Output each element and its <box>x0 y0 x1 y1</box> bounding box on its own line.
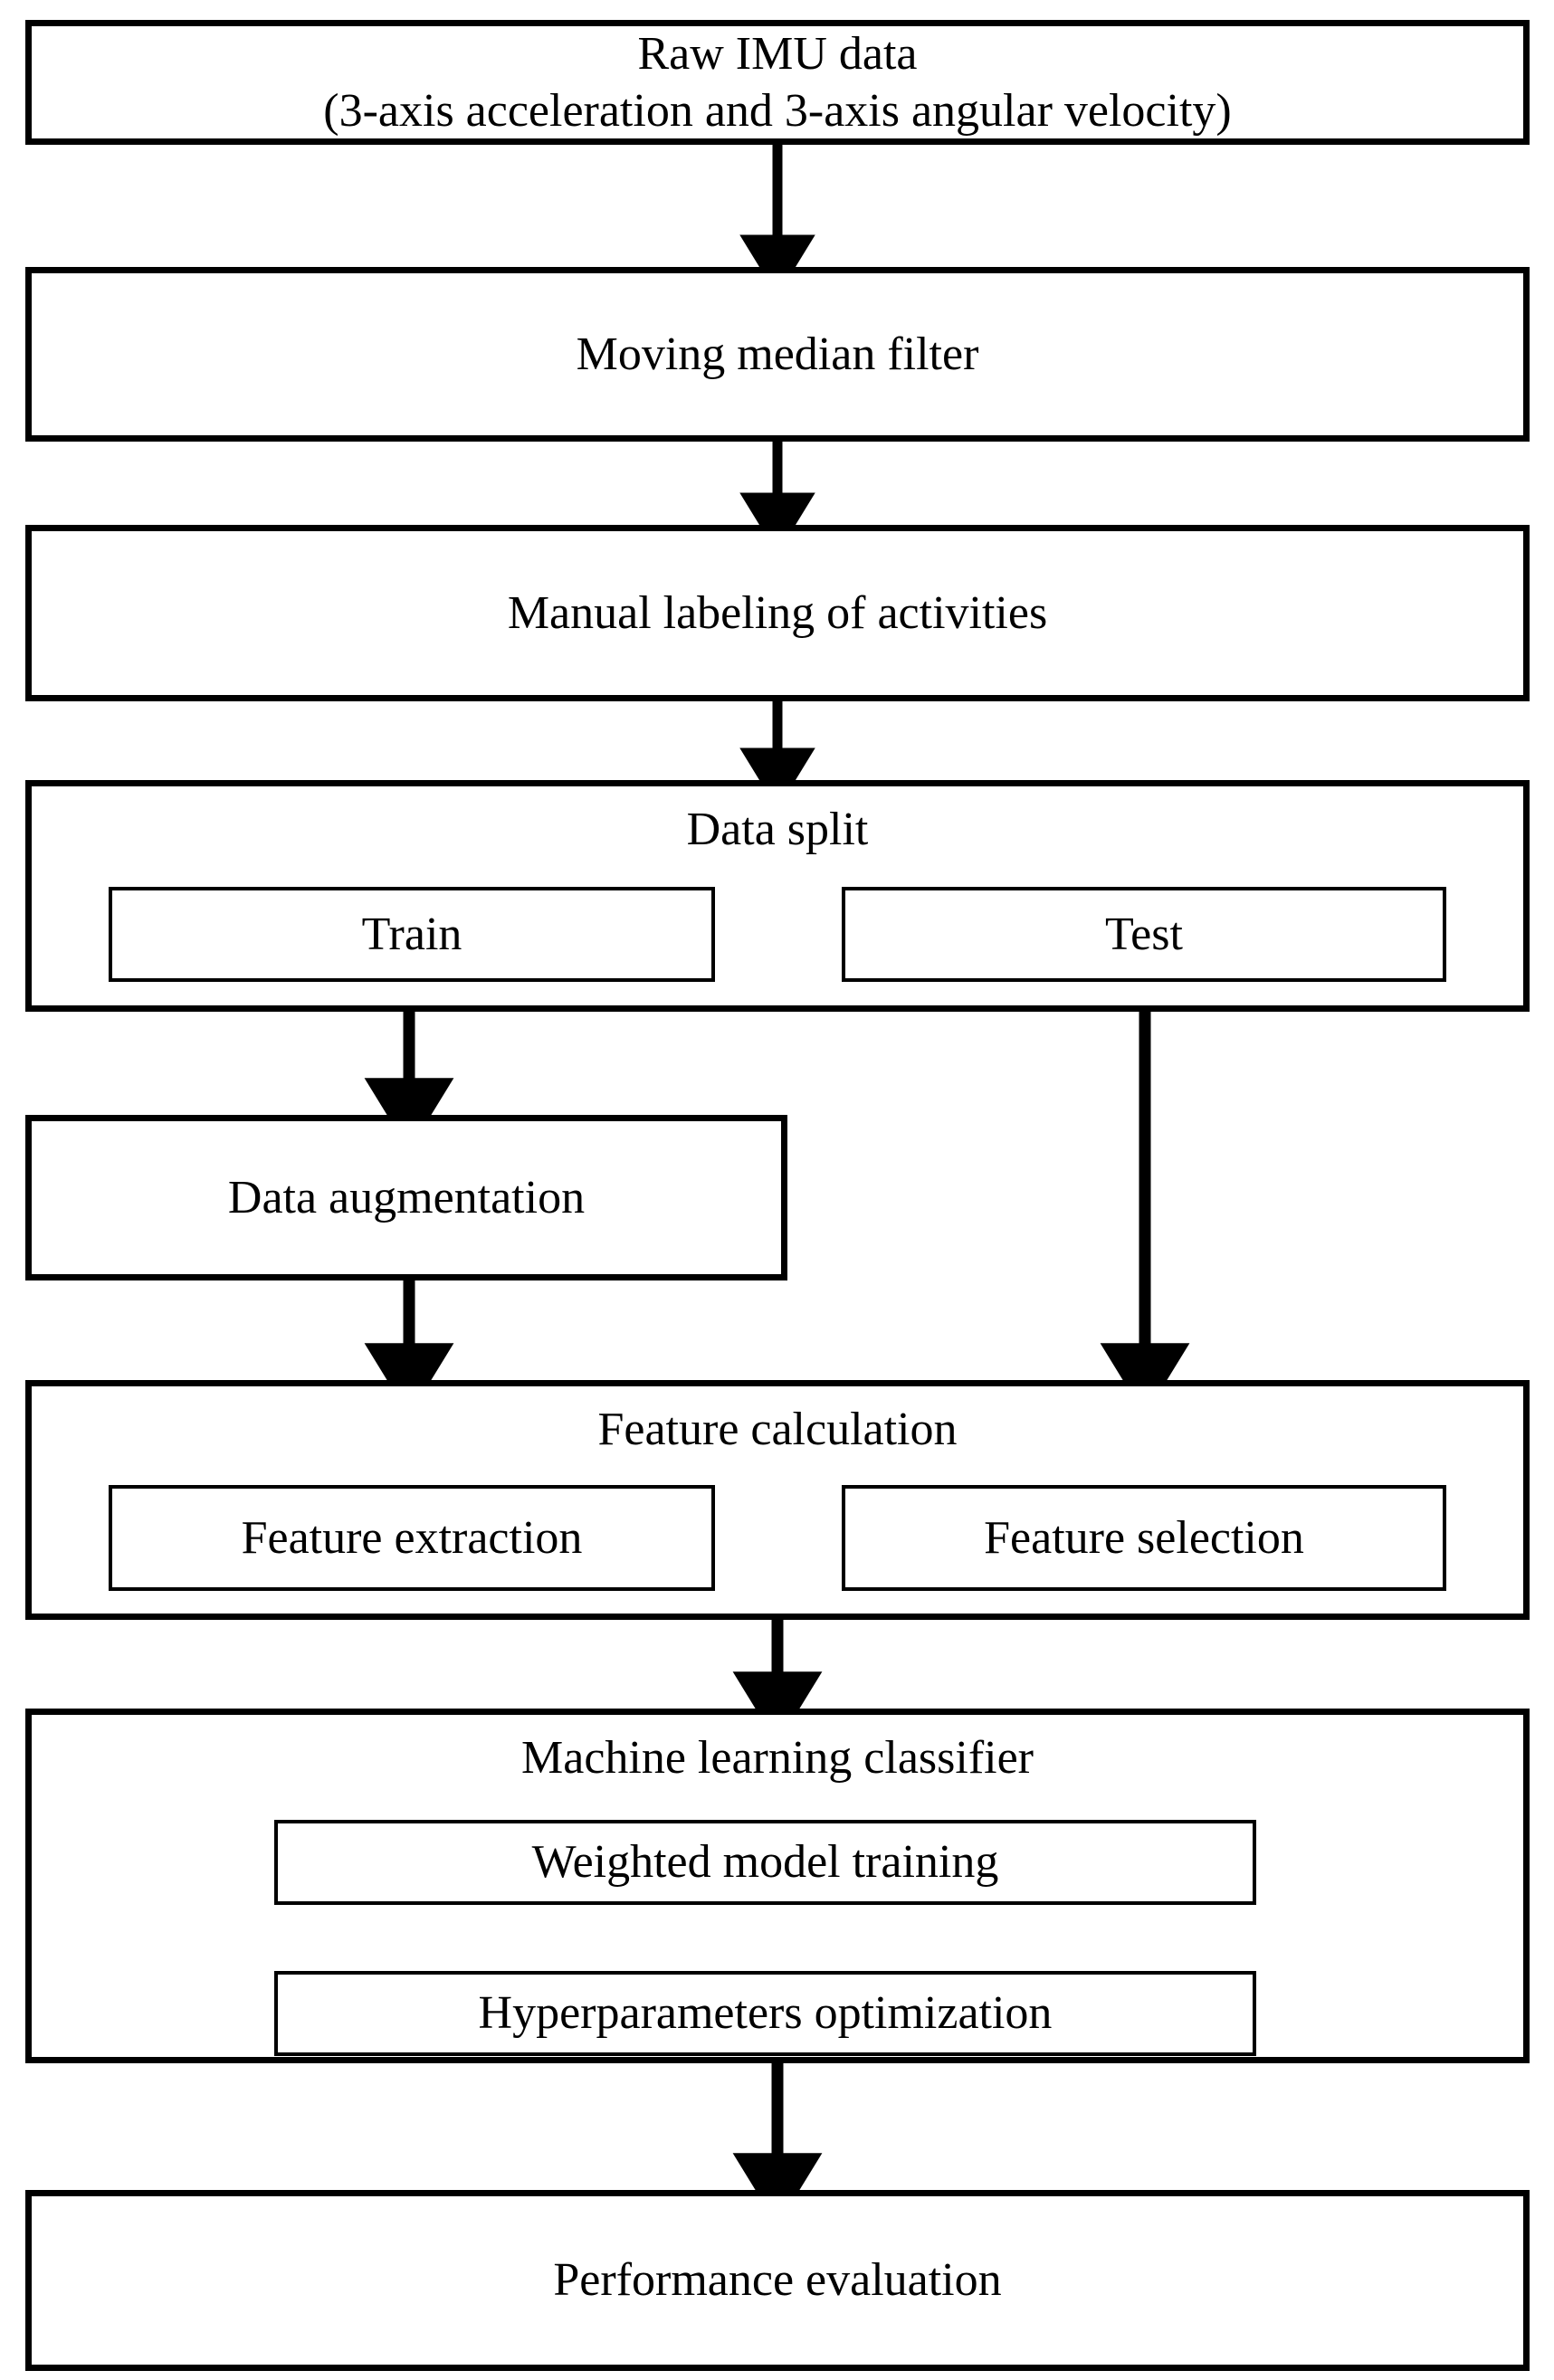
node-raw-imu-data[interactable]: Raw IMU data (3-axis acceleration and 3-… <box>25 20 1530 145</box>
node-weighted-model-training[interactable]: Weighted model training <box>274 1820 1256 1905</box>
group-feature-calculation-title: Feature calculation <box>597 1404 958 1455</box>
node-data-augmentation[interactable]: Data augmentation <box>25 1115 787 1280</box>
node-manual-labeling[interactable]: Manual labeling of activities <box>25 525 1530 701</box>
node-moving-median-filter[interactable]: Moving median filter <box>25 267 1530 442</box>
group-data-split-title: Data split <box>686 804 869 855</box>
node-performance-evaluation[interactable]: Performance evaluation <box>25 2190 1530 2371</box>
node-manual-labeling-label: Manual labeling of activities <box>507 586 1048 639</box>
node-hyperparameters-optimization[interactable]: Hyperparameters optimization <box>274 1971 1256 2056</box>
node-performance-evaluation-label: Performance evaluation <box>553 2254 1002 2307</box>
node-feature-selection-label: Feature selection <box>984 1511 1304 1564</box>
node-moving-median-filter-label: Moving median filter <box>576 328 979 380</box>
node-feature-selection[interactable]: Feature selection <box>842 1485 1446 1591</box>
node-raw-imu-data-label: Raw IMU data (3-axis acceleration and 3-… <box>323 27 1232 137</box>
node-test-label: Test <box>1105 908 1183 960</box>
node-hyperparameters-optimization-label: Hyperparameters optimization <box>478 1987 1053 2040</box>
node-feature-extraction[interactable]: Feature extraction <box>109 1485 715 1591</box>
node-train[interactable]: Train <box>109 887 715 982</box>
node-weighted-model-training-label: Weighted model training <box>531 1836 999 1889</box>
node-test[interactable]: Test <box>842 887 1446 982</box>
node-train-label: Train <box>361 908 462 960</box>
node-data-augmentation-label: Data augmentation <box>227 1171 586 1223</box>
node-feature-extraction-label: Feature extraction <box>241 1511 583 1564</box>
group-ml-classifier-title: Machine learning classifier <box>521 1732 1034 1784</box>
